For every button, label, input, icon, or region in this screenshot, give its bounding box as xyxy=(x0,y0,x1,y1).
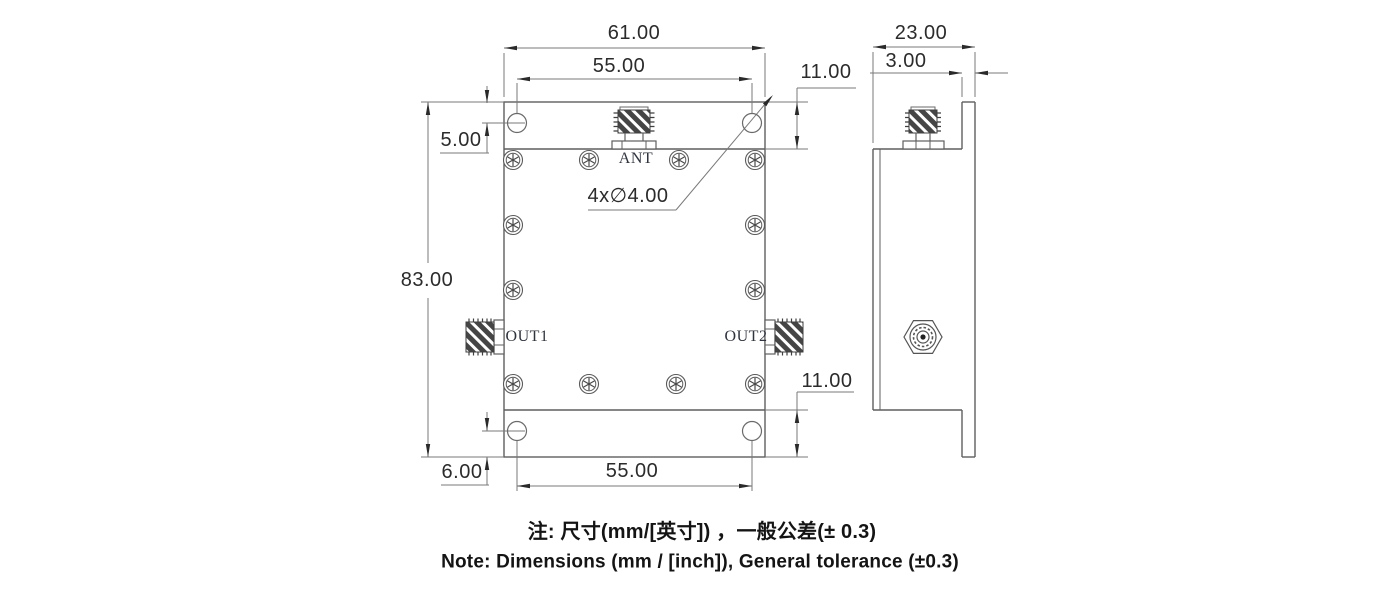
port-label-out2: OUT2 xyxy=(724,328,768,345)
dim-side-depth: 23.00 xyxy=(894,22,948,44)
dim-top-hole-span: 55.00 xyxy=(592,55,646,77)
dim-bottom-hole-span: 55.00 xyxy=(605,460,659,482)
dim-side-flange-thickness: 3.00 xyxy=(885,50,927,72)
side-ant-connector xyxy=(902,106,945,150)
dim-mounting-holes: 4x∅4.00 xyxy=(587,185,669,207)
mounting-holes xyxy=(506,112,763,442)
port-label-ant: ANT xyxy=(618,150,654,167)
out2-connector xyxy=(764,318,804,356)
port-label-out1: OUT1 xyxy=(505,328,549,345)
note-english: Note: Dimensions (mm / [inch]), General … xyxy=(441,551,959,573)
ant-connector xyxy=(611,106,657,150)
dim-top-hole-offset: 5.00 xyxy=(440,129,482,151)
note-chinese: 注: 尺寸(mm/[英寸]) ，一般公差(± 0.3) xyxy=(527,521,877,543)
dim-top-width: 61.00 xyxy=(607,22,661,44)
dimension-arrows xyxy=(425,44,988,489)
side-hex-connector xyxy=(903,320,943,354)
out1-connector xyxy=(465,318,505,356)
dim-bottom-flange-height: 11.00 xyxy=(801,370,853,392)
dim-top-flange-height: 11.00 xyxy=(800,61,852,83)
dim-bottom-hole-offset: 6.00 xyxy=(441,461,483,483)
dim-total-height: 83.00 xyxy=(396,270,458,290)
side-view-outline xyxy=(872,101,976,458)
